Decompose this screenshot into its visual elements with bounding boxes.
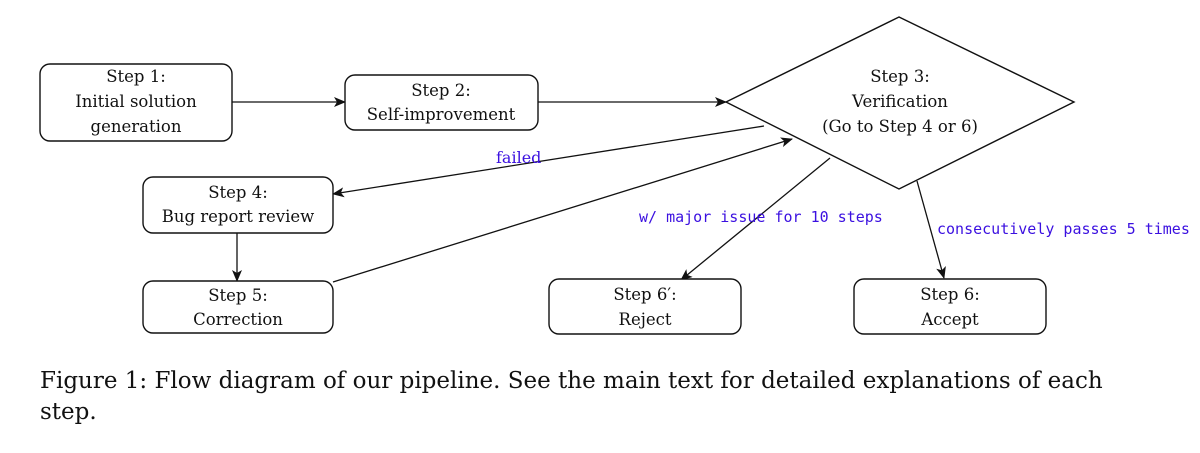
node-step-4-title: Step 4: <box>208 183 268 202</box>
node-step-2: Step 2: Self-improvement <box>344 74 539 131</box>
figure-caption: Figure 1: Flow diagram of our pipeline. … <box>40 368 1103 425</box>
node-step-1: Step 1: Initial solution generation <box>39 63 233 142</box>
node-step-6-title: Step 6: <box>920 285 980 304</box>
node-step-1-line-3: generation <box>91 117 182 136</box>
node-step-6: Step 6: Accept <box>853 278 1047 335</box>
node-step-3-line-2: Verification <box>851 92 948 111</box>
edge-step3-to-step6-reject <box>680 157 831 281</box>
node-step-5-line-2: Correction <box>193 310 283 329</box>
node-step-5-title: Step 5: <box>208 286 268 305</box>
node-step-5: Step 5: Correction <box>142 280 334 334</box>
node-step-6-prime: Step 6′: Reject <box>548 278 742 335</box>
edge-step3-to-step4 <box>332 125 765 198</box>
node-step-3-title: Step 3: <box>870 67 930 86</box>
edge-label-passes: consecutively passes 5 times <box>937 220 1190 238</box>
node-step-2-line-2: Self-improvement <box>367 105 516 124</box>
node-step-2-title: Step 2: <box>411 81 471 100</box>
node-step-4-line-2: Bug report review <box>162 207 315 226</box>
edge-step3-to-step6-accept <box>916 180 946 279</box>
edge-label-failed: failed <box>496 148 541 167</box>
node-step-3: Step 3: Verification (Go to Step 4 or 6) <box>724 16 1076 190</box>
edge-step5-to-step3 <box>332 137 793 283</box>
node-step-4: Step 4: Bug report review <box>142 176 334 234</box>
node-step-6-prime-title: Step 6′: <box>613 285 676 304</box>
node-step-6-prime-line-2: Reject <box>619 310 672 329</box>
node-step-6-line-2: Accept <box>920 310 979 329</box>
node-step-3-line-3: (Go to Step 4 or 6) <box>822 117 978 136</box>
edge-label-major-issue: w/ major issue for 10 steps <box>639 208 883 226</box>
node-step-1-line-2: Initial solution <box>75 92 197 111</box>
node-step-1-title: Step 1: <box>106 67 166 86</box>
